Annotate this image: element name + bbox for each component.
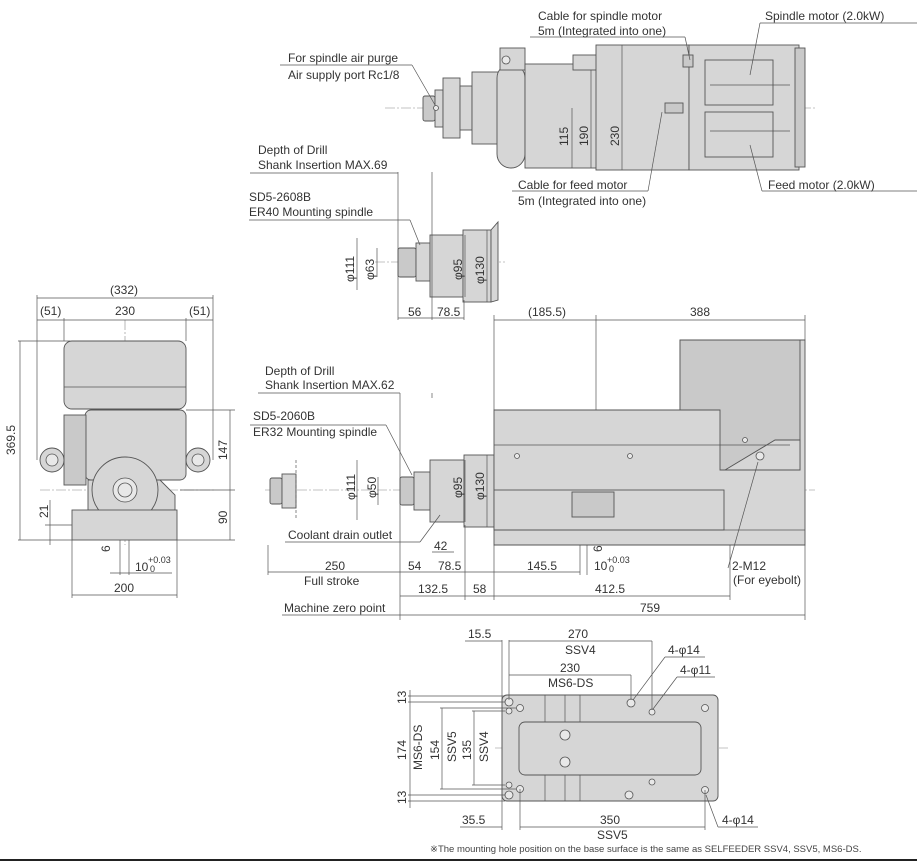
dim-d130: φ130 <box>473 472 487 500</box>
eyebolt-label-2: (For eyebolt) <box>733 573 801 587</box>
model-label: SD5-2060B <box>253 409 315 423</box>
dim-90: 90 <box>216 510 230 524</box>
front-view: (332) (51) 230 (51) 369.5 147 90 21 6 10… <box>4 283 235 598</box>
dim-174: 174 <box>395 740 409 760</box>
feed-window <box>571 491 615 518</box>
dim-d111: φ111 <box>343 256 357 282</box>
dim-200: 200 <box>114 581 134 595</box>
dim-145-5: 145.5 <box>527 559 557 573</box>
dim-350: 350 <box>600 813 620 827</box>
air-purge-label-1: For spindle air purge <box>288 51 398 65</box>
dim-78-5: 78.5 <box>438 559 462 573</box>
dim-135: 135 <box>460 740 474 760</box>
air-purge-label-2: Air supply port Rc1/8 <box>288 68 400 82</box>
dim-21: 21 <box>37 504 51 518</box>
tol-upper: +0.03 <box>607 555 630 565</box>
dim-d50: φ50 <box>365 477 379 498</box>
side-view: Depth of Drill Shank Insertion MAX.62 SD… <box>250 305 815 620</box>
coolant-label: Coolant drain outlet <box>288 528 393 542</box>
holes-11: 4-φ11 <box>680 663 711 677</box>
dim-759: 759 <box>640 601 660 615</box>
depth-label-2: Shank Insertion MAX.62 <box>265 378 395 392</box>
dim-230: 230 <box>608 126 622 146</box>
dim-147: 147 <box>216 440 230 460</box>
ssv4-left: SSV4 <box>477 731 491 762</box>
dim-d130: φ130 <box>473 256 487 284</box>
dim-58: 58 <box>473 582 487 596</box>
motor-block <box>63 340 187 410</box>
spindle-flange <box>442 77 461 139</box>
dim-15-5: 15.5 <box>468 627 492 641</box>
dim-56: 56 <box>408 305 422 319</box>
dim-250: 250 <box>325 559 345 573</box>
cable-spindle-label-2: 5m (Integrated into one) <box>538 24 666 38</box>
dim-388: 388 <box>690 305 710 319</box>
dim-369-5: 369.5 <box>4 425 18 455</box>
machine-zero-label: Machine zero point <box>284 601 386 615</box>
ssv5-left: SSV5 <box>445 731 459 762</box>
spindle-label: ER32 Mounting spindle <box>253 425 377 439</box>
feed-motor-label: Feed motor (2.0kW) <box>768 178 875 192</box>
plan-view: 115 190 230 Cable for spindle motor 5m (… <box>280 9 917 208</box>
holes-14-bottom: 4-φ14 <box>722 813 754 827</box>
dim-54: 54 <box>408 559 422 573</box>
dim-270: 270 <box>568 627 588 641</box>
base-plate-view: 15.5 270 SSV4 230 MS6-DS 4-φ14 4-φ11 13 … <box>395 627 861 855</box>
dim-d95: φ95 <box>451 477 465 498</box>
ms6-top: MS6-DS <box>548 676 593 690</box>
dim-d95: φ95 <box>451 259 465 280</box>
dim-51-left: (51) <box>40 304 61 318</box>
dim-78-5: 78.5 <box>437 305 461 319</box>
depth-label-1: Depth of Drill <box>265 364 334 378</box>
dim-51-right: (51) <box>189 304 210 318</box>
dim-412-5: 412.5 <box>595 582 625 596</box>
model-label: SD5-2608B <box>249 190 311 204</box>
spindle-label: ER40 Mounting spindle <box>249 205 373 219</box>
ssv5-bottom: SSV5 <box>597 828 628 842</box>
tol-upper: +0.03 <box>148 555 171 565</box>
dim-d111: φ111 <box>344 474 358 500</box>
depth-label-2: Shank Insertion MAX.69 <box>258 158 388 172</box>
ms6-left: MS6-DS <box>411 725 425 770</box>
footnote: ※The mounting hole position on the base … <box>430 844 861 855</box>
slot-width: 10 <box>594 559 608 573</box>
cable-spindle-label-1: Cable for spindle motor <box>538 9 662 23</box>
dim-154: 154 <box>428 740 442 760</box>
dim-42: 42 <box>434 539 448 553</box>
dim-132-5: 132.5 <box>418 582 448 596</box>
eyebolt-label-1: 2-M12 <box>732 559 766 573</box>
dim-d63: φ63 <box>363 259 377 280</box>
dim-13-bottom: 13 <box>395 790 409 804</box>
dim-6: 6 <box>99 545 113 552</box>
cable-feed-label-2: 5m (Integrated into one) <box>518 194 646 208</box>
tol-lower: 0 <box>150 564 155 574</box>
dim-230: 230 <box>560 661 580 675</box>
spindle-motor-label: Spindle motor (2.0kW) <box>765 9 884 23</box>
er40-spindle-view: Depth of Drill Shank Insertion MAX.69 SD… <box>249 143 505 320</box>
dim-230: 230 <box>115 304 135 318</box>
cable-feed-label-1: Cable for feed motor <box>518 178 627 192</box>
dim-332: (332) <box>110 283 138 297</box>
slot-width: 10 <box>135 560 149 574</box>
dim-185-5: (185.5) <box>528 305 566 319</box>
base-foot <box>71 509 178 541</box>
ssv4-top: SSV4 <box>565 643 596 657</box>
holes-14-top: 4-φ14 <box>668 643 700 657</box>
dim-13-top: 13 <box>395 690 409 704</box>
tol-lower: 0 <box>609 564 614 574</box>
dim-6: 6 <box>591 545 605 552</box>
dim-115: 115 <box>557 127 571 146</box>
dim-35-5: 35.5 <box>462 813 486 827</box>
full-stroke-label: Full stroke <box>304 574 360 588</box>
depth-label-1: Depth of Drill <box>258 143 327 157</box>
dim-190: 190 <box>577 126 591 146</box>
